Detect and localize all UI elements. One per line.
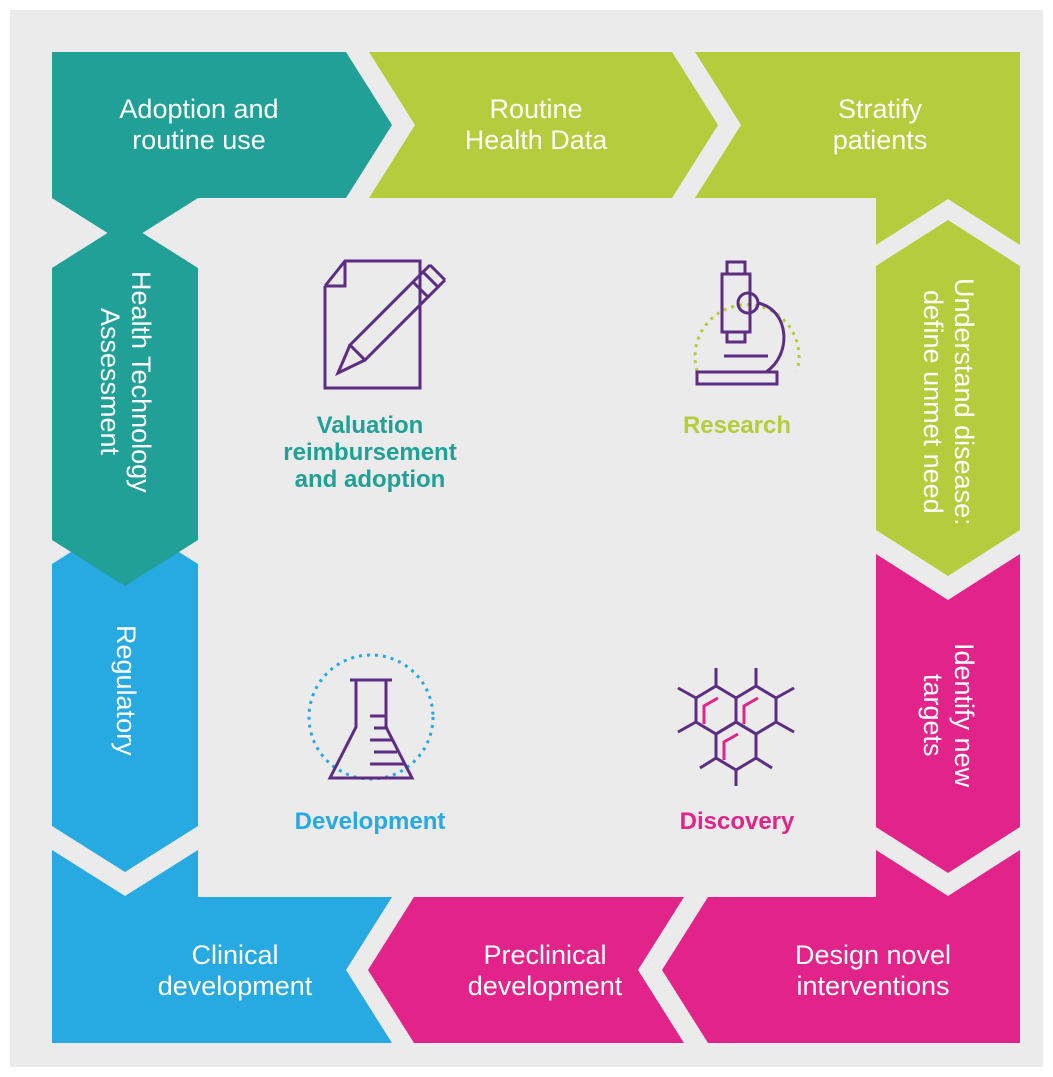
arrow-preclinical [368, 897, 684, 1043]
phase-title-development: Development [294, 808, 446, 835]
arrow-understand-disease [876, 220, 1020, 576]
arrow-hta [52, 222, 198, 586]
microscope-icon [693, 260, 801, 386]
arrow-stratify [695, 52, 1020, 245]
phase-title-discovery: Discovery [679, 808, 795, 835]
arrow-regulatory [52, 518, 198, 872]
step-label-regulatory: Regulatory [111, 624, 141, 756]
arrow-routine-health-data [369, 52, 718, 198]
phase-title-research: Research [682, 412, 792, 439]
document-pencil-icon [323, 259, 447, 390]
arrow-design-interventions [662, 850, 1020, 1043]
molecule-icon [677, 668, 795, 786]
arrow-identify-targets [876, 554, 1020, 873]
step-label-understand-disease: Understand disease:define unmet need [918, 278, 979, 526]
arrow-adoption [52, 52, 392, 244]
flask-icon [307, 653, 435, 781]
arrow-clinical [52, 850, 392, 1043]
